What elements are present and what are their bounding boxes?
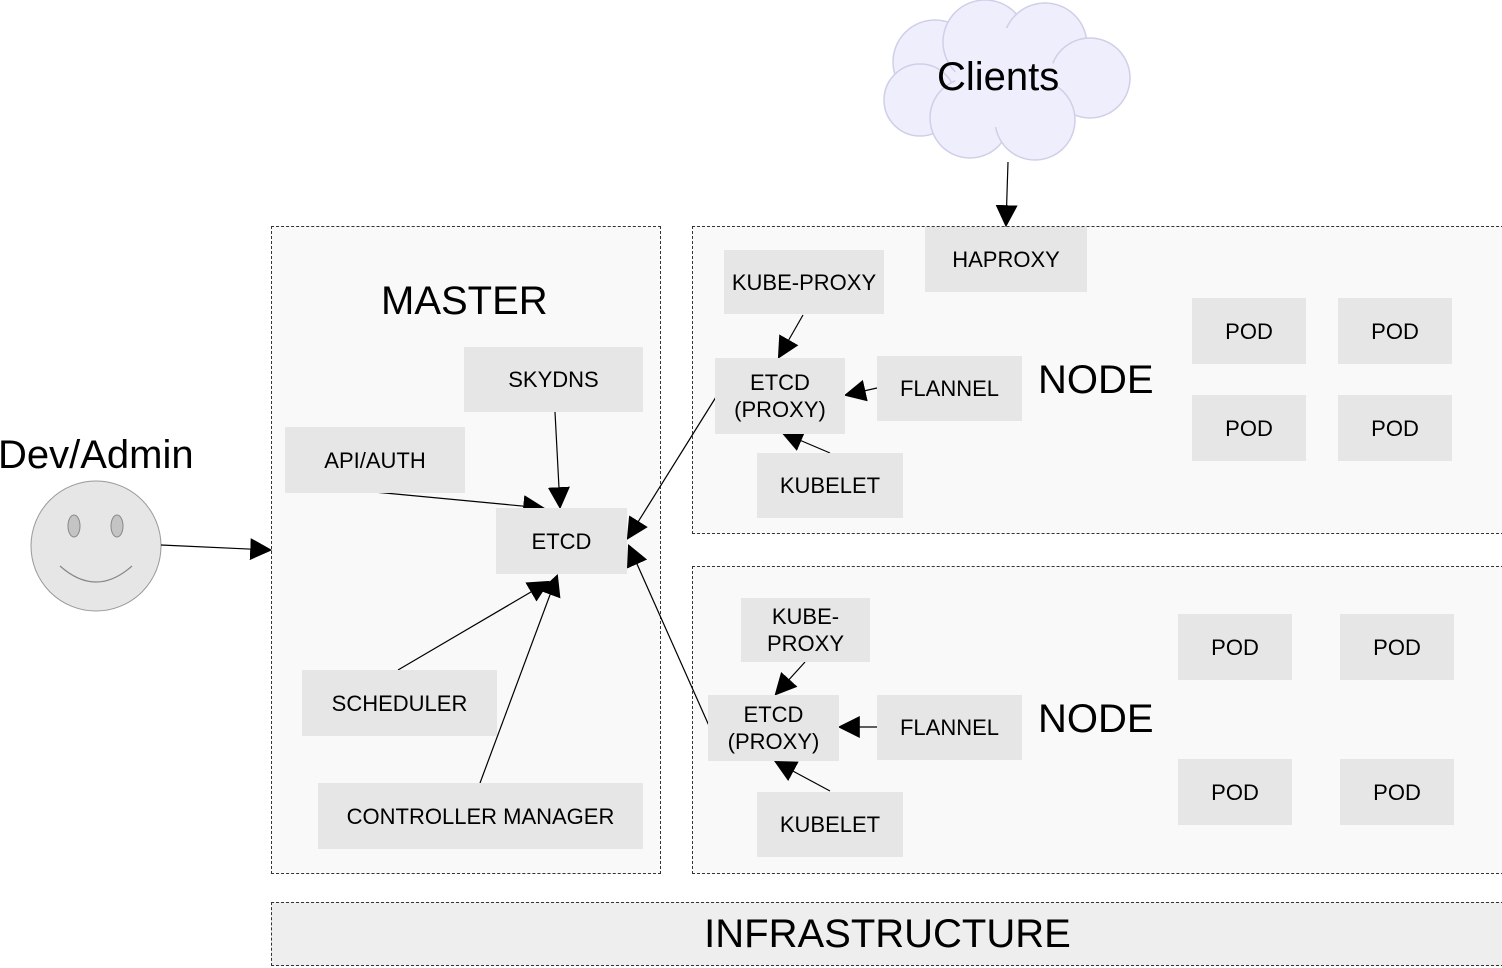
arrow-etcdproxy2-to-etcd bbox=[627, 543, 711, 729]
skydns-box: SKYDNS bbox=[464, 347, 643, 412]
arrow-flannel1-to-etcdproxy bbox=[843, 379, 878, 402]
smiley-face-icon bbox=[30, 480, 162, 612]
pod-box: POD bbox=[1192, 395, 1306, 461]
pod-box: POD bbox=[1178, 614, 1292, 680]
node-title: NODE bbox=[1038, 697, 1154, 741]
flannel-box: FLANNEL bbox=[877, 356, 1022, 421]
pod-box: POD bbox=[1340, 614, 1454, 680]
api-auth-box: API/AUTH bbox=[285, 427, 465, 493]
arrow-kubelet2-to-etcdproxy bbox=[774, 760, 831, 792]
arrow-dev-to-master bbox=[160, 538, 273, 561]
etcd-proxy-box: ETCD (PROXY) bbox=[715, 358, 845, 434]
dev-admin-label: Dev/Admin bbox=[0, 433, 194, 477]
infrastructure-label: INFRASTRUCTURE bbox=[704, 911, 1071, 956]
arrow-etcdproxy1-to-etcd bbox=[626, 396, 717, 540]
arrow-kubeproxy1-to-etcdproxy bbox=[777, 314, 804, 359]
arrow-controller-to-etcd bbox=[479, 573, 561, 784]
infrastructure-region: INFRASTRUCTURE bbox=[271, 902, 1502, 966]
arrow-clients-to-haproxy bbox=[995, 161, 1018, 228]
master-title: MASTER bbox=[381, 279, 548, 323]
pod-box: POD bbox=[1338, 395, 1452, 461]
kube-proxy-box: KUBE-PROXY bbox=[741, 598, 870, 662]
haproxy-box: HAPROXY bbox=[925, 227, 1087, 292]
scheduler-box: SCHEDULER bbox=[302, 670, 497, 736]
etcd-proxy-box: ETCD (PROXY) bbox=[708, 695, 839, 761]
arrow-skydns-to-etcd bbox=[547, 411, 570, 510]
etcd-box: ETCD bbox=[496, 508, 627, 574]
clients-label: Clients bbox=[937, 55, 1060, 99]
node-title: NODE bbox=[1038, 358, 1154, 402]
pod-box: POD bbox=[1340, 759, 1454, 825]
kubelet-box: KUBELET bbox=[757, 453, 903, 518]
kube-proxy-box: KUBE-PROXY bbox=[724, 250, 884, 314]
controller-manager-box: CONTROLLER MANAGER bbox=[318, 783, 643, 849]
pod-box: POD bbox=[1178, 759, 1292, 825]
arrow-scheduler-to-etcd bbox=[397, 580, 550, 671]
arrow-api-to-etcd bbox=[373, 491, 546, 518]
pod-box: POD bbox=[1338, 298, 1452, 364]
arrow-kubeproxy2-to-etcdproxy bbox=[774, 661, 806, 696]
cloud-icon bbox=[883, 0, 1131, 161]
arrow-kubelet1-to-etcdproxy bbox=[780, 430, 831, 454]
kubelet-box: KUBELET bbox=[757, 792, 903, 857]
flannel-box: FLANNEL bbox=[877, 695, 1022, 760]
pod-box: POD bbox=[1192, 298, 1306, 364]
